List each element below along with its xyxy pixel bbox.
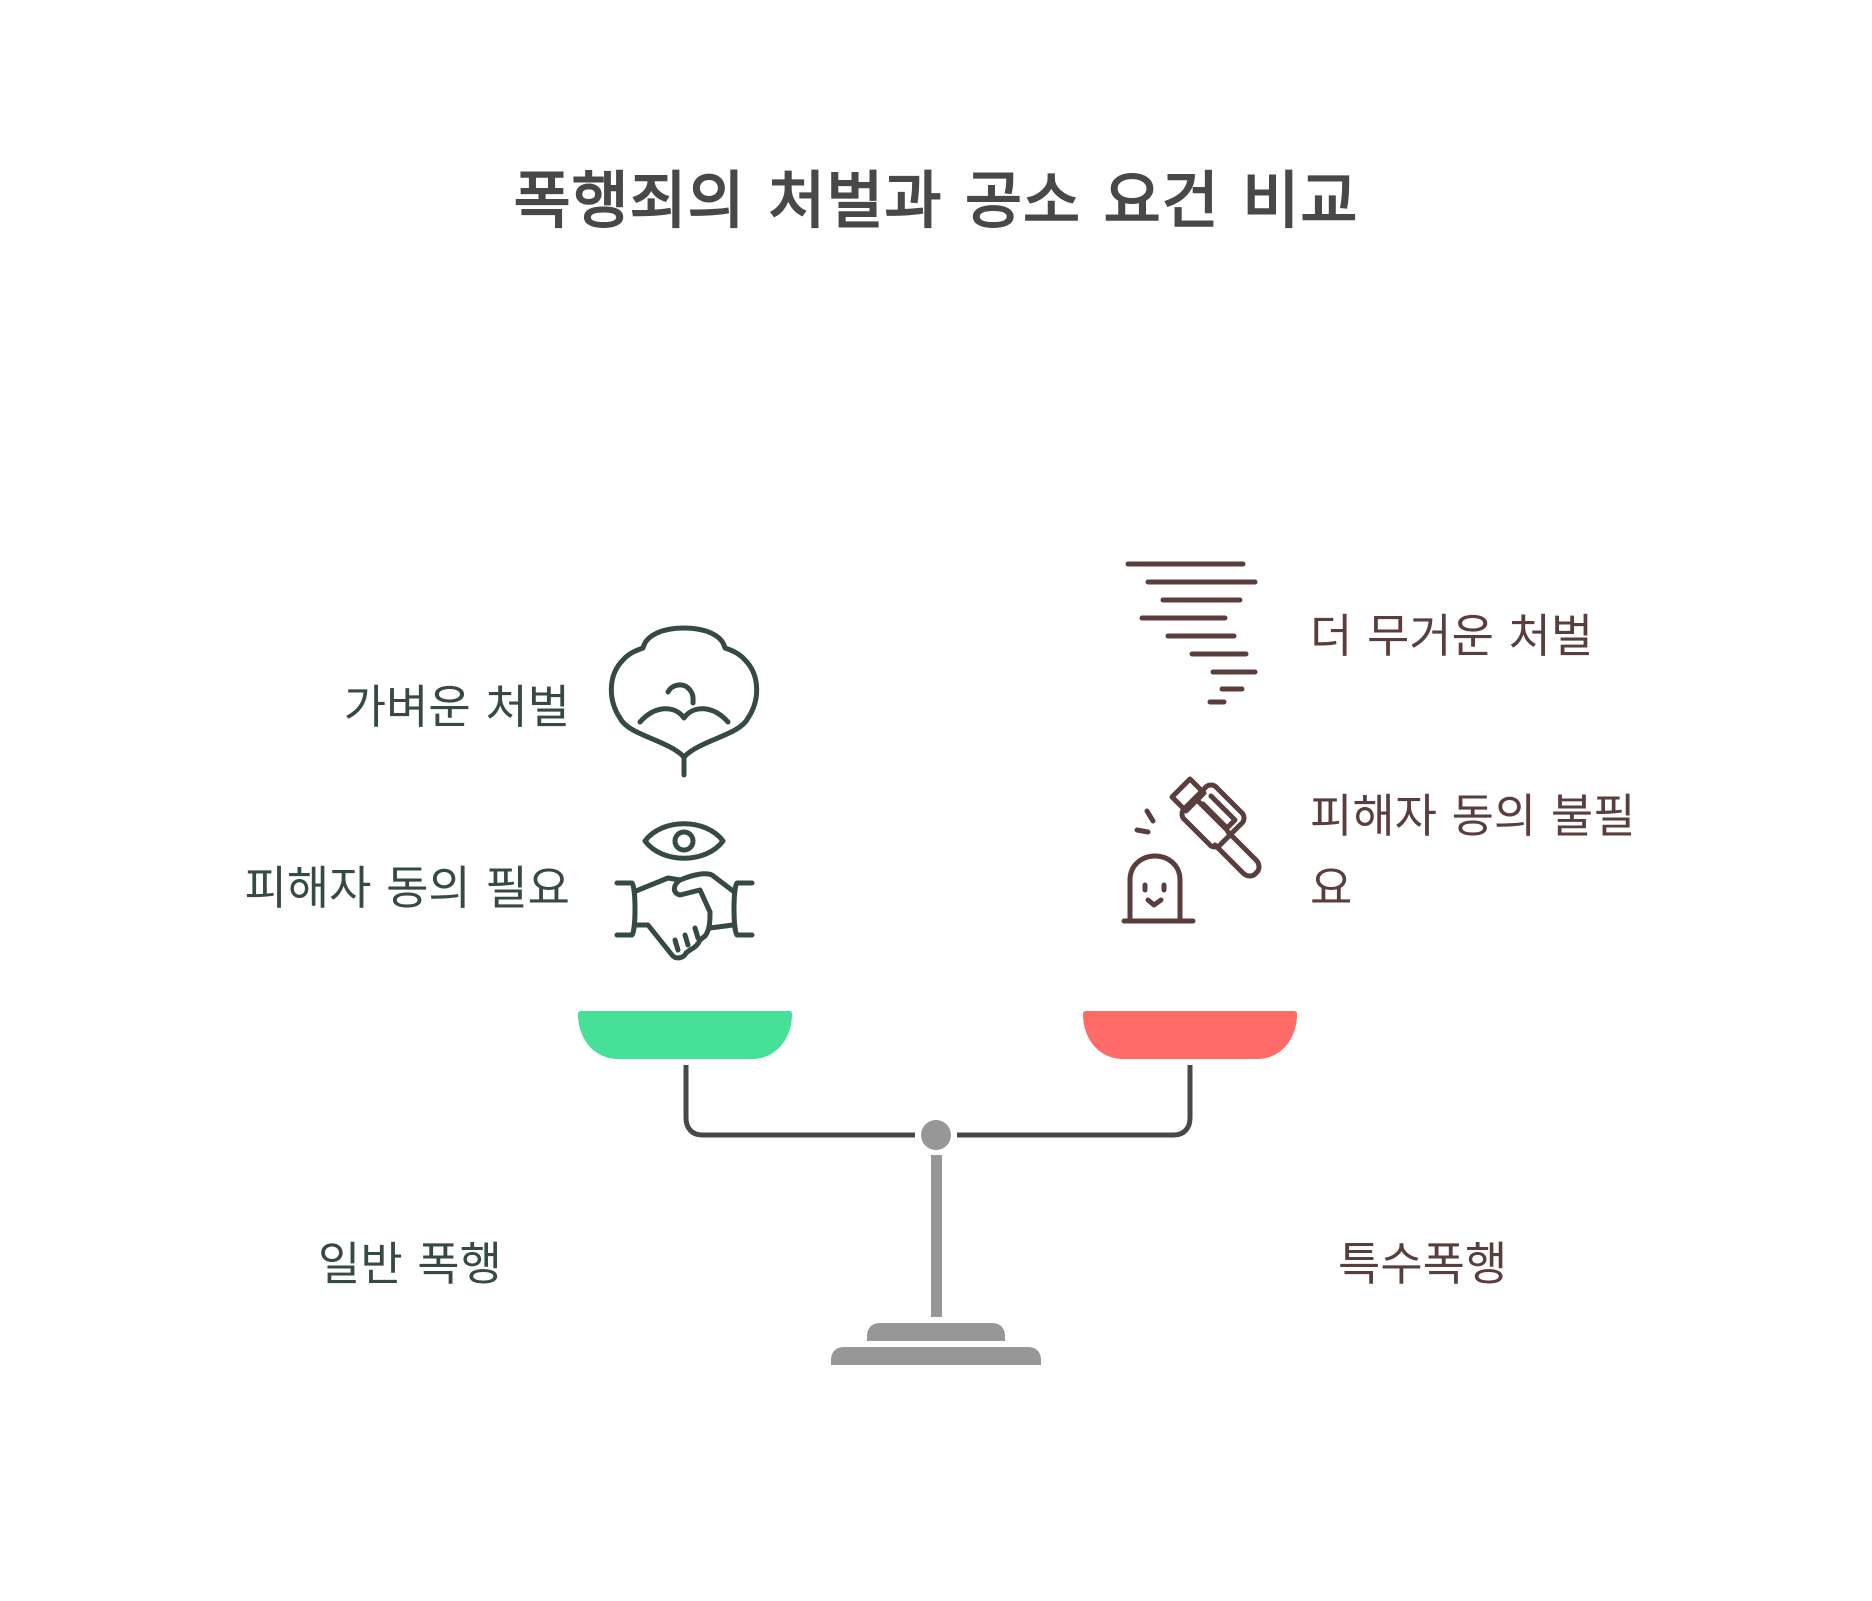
balance-scale: [578, 1011, 1297, 1365]
left-item-consent-required: 피해자 동의 필요: [244, 861, 570, 915]
scale-base-lower: [831, 1347, 1041, 1365]
left-item-light-punishment: 가벼운 처벌: [343, 680, 570, 734]
scale-pivot: [921, 1120, 951, 1150]
right-item-consent-not-required: 피해자 동의 불필 요: [1310, 780, 1635, 924]
scale-base-upper: [867, 1323, 1005, 1341]
scale-pole: [931, 1155, 942, 1317]
handshake-eye-icon: [614, 821, 755, 961]
tornado-icon: [1125, 561, 1258, 705]
cotton-plant-icon: [608, 625, 760, 778]
diagram-title: 폭행죄의 처벌과 공소 요건 비교: [513, 164, 1359, 237]
right-item-consent-not-required-line2: 요: [1310, 861, 1353, 915]
scale-beam: [683, 1065, 1193, 1138]
right-category-label: 특수폭행: [1338, 1237, 1508, 1291]
left-category-label: 일반 폭행: [318, 1237, 502, 1291]
gavel-tombstone-icon: [1121, 776, 1262, 924]
right-item-consent-not-required-line1: 피해자 동의 불필: [1310, 789, 1636, 843]
right-item-heavier-punishment: 더 무거운 처벌: [1310, 609, 1594, 663]
right-pan: [1083, 1011, 1297, 1059]
left-pan: [578, 1011, 792, 1059]
